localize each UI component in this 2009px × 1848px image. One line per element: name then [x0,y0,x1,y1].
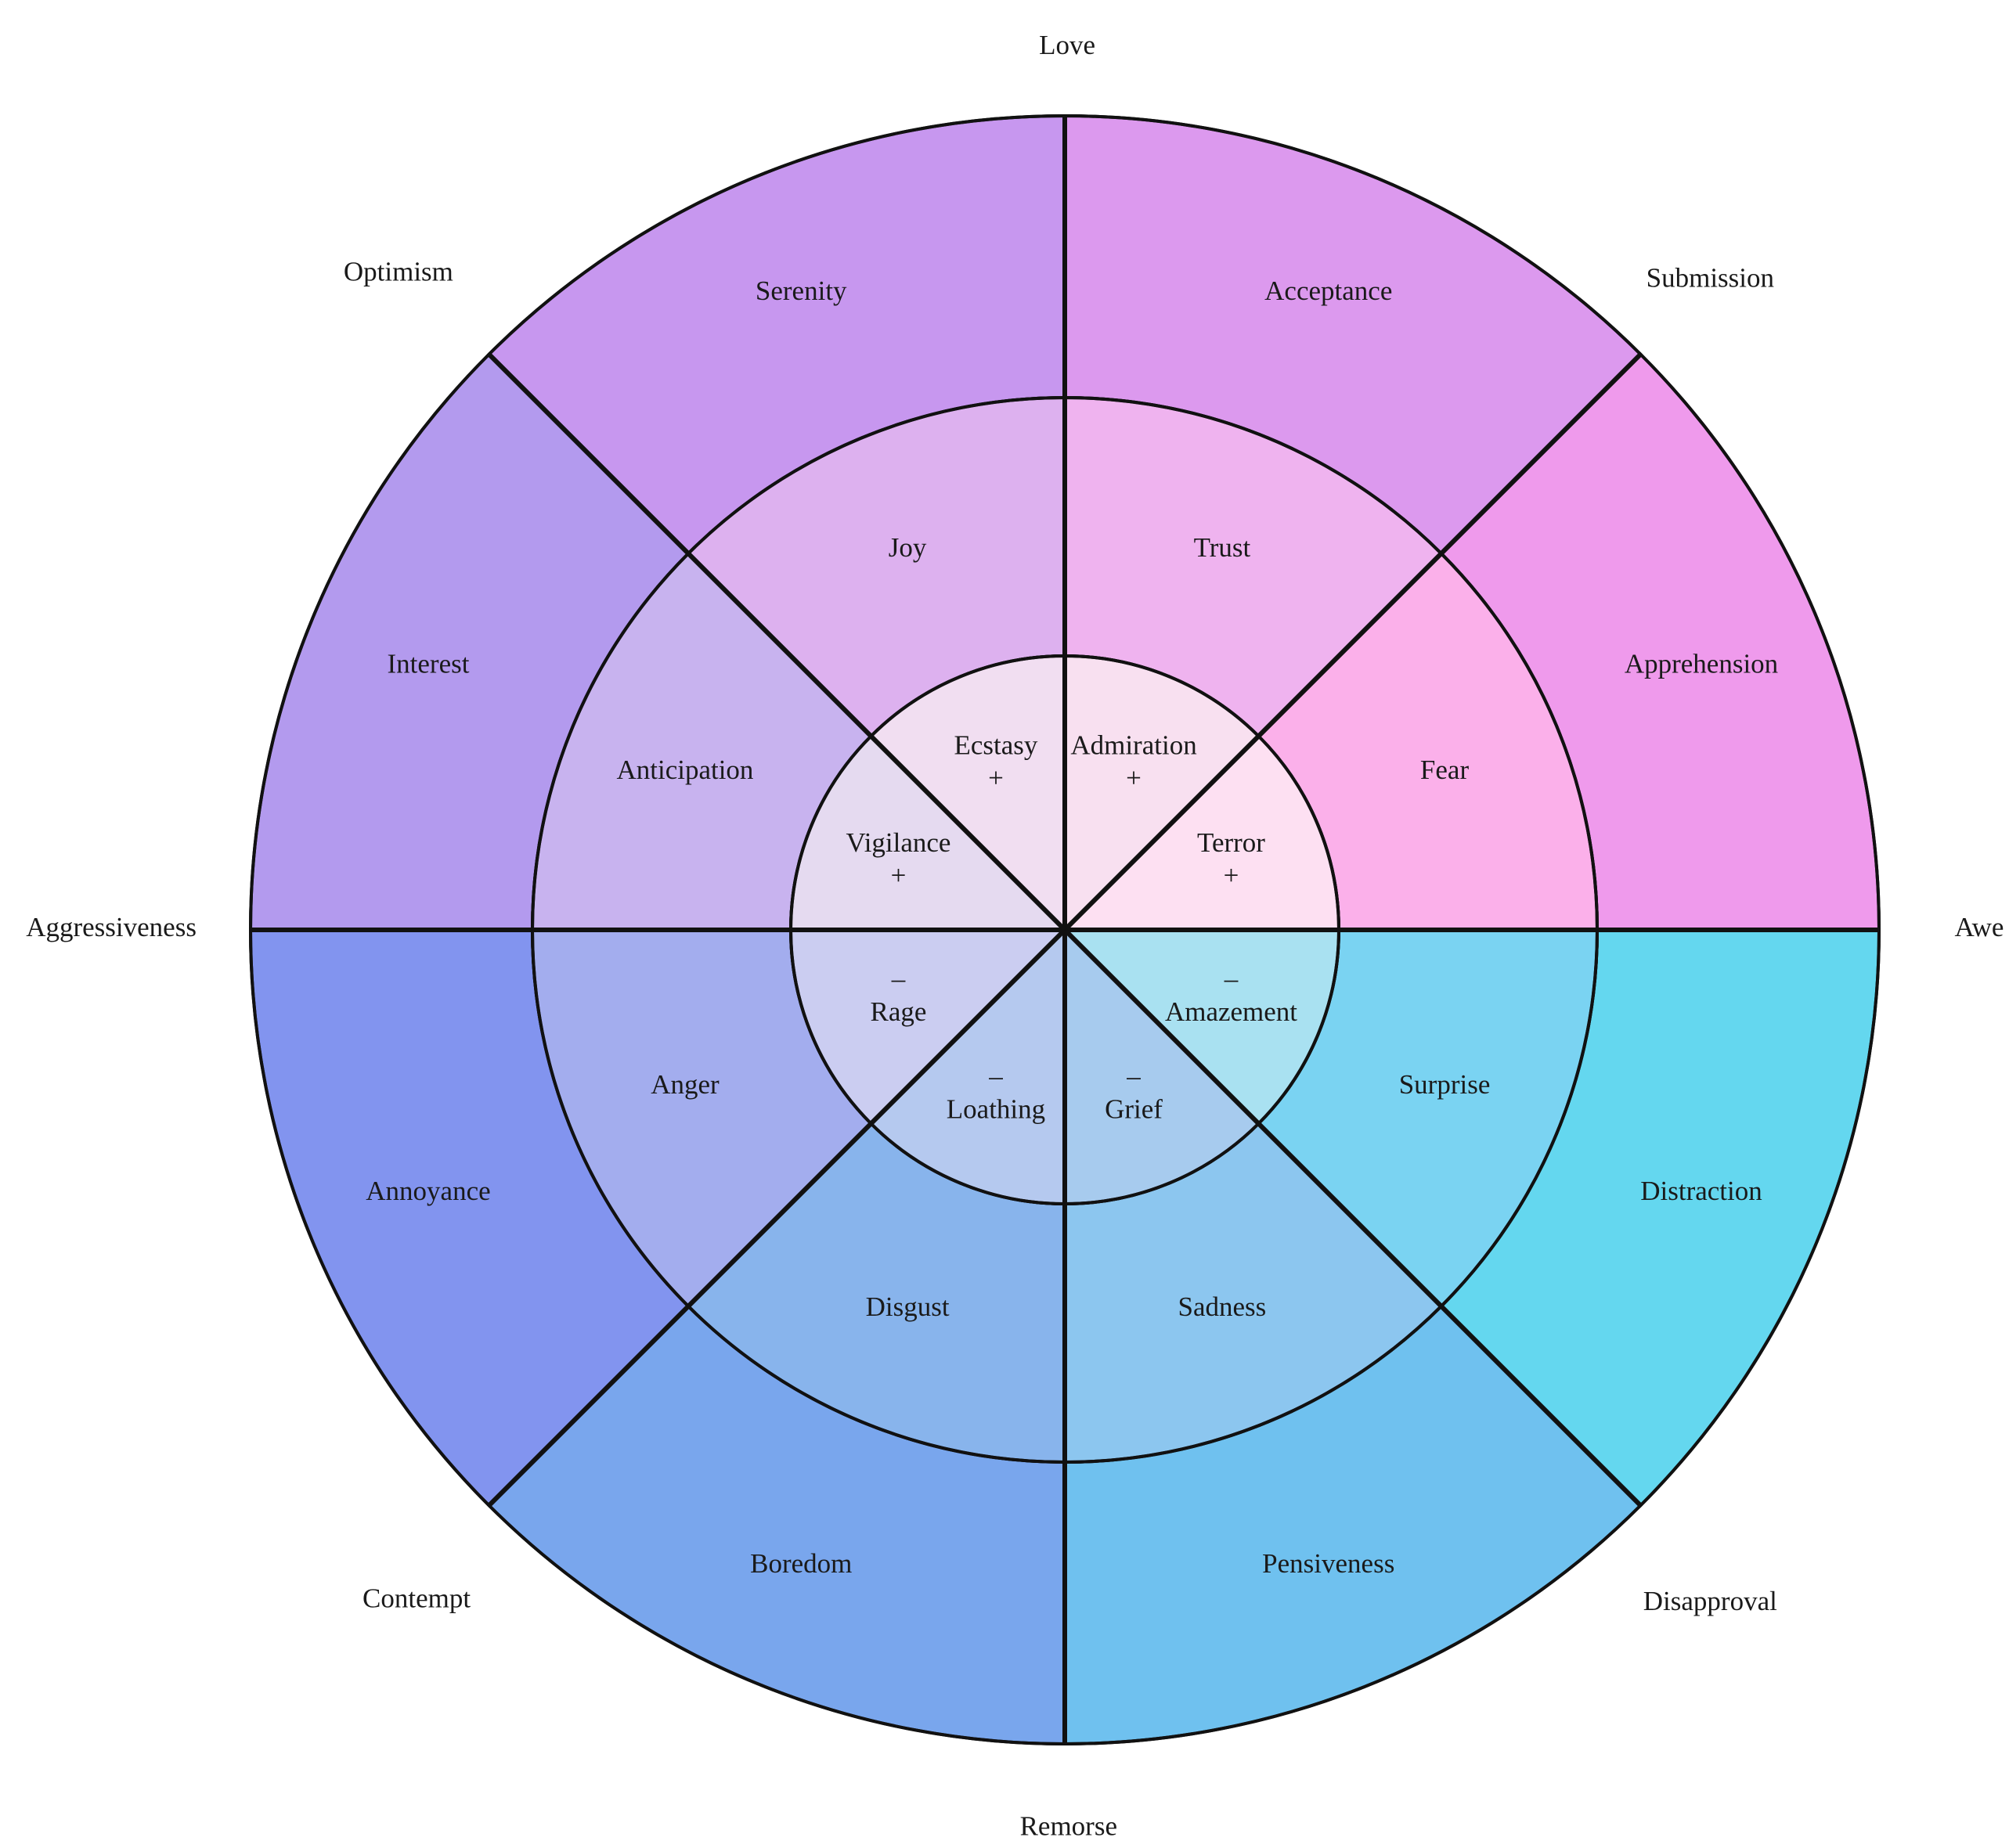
label-trust: Trust [1194,532,1251,563]
divider-line [1062,352,1643,932]
outer-label-submission: Submission [1647,263,1774,294]
label-interest: Interest [388,648,470,679]
label-ecstasy: Ecstasy [954,730,1038,761]
wheel-rings [249,114,1881,1745]
sign-terror: + [1224,860,1239,891]
label-apprehension: Apprehension [1625,648,1778,679]
label-acceptance: Acceptance [1264,276,1392,306]
label-surprise: Surprise [1399,1069,1491,1100]
divider-line [487,352,1067,932]
outer-label-remorse: Remorse [1020,1810,1117,1841]
divider-line [1062,928,1643,1508]
outer-label-awe: Awe [1955,912,2004,942]
label-annoyance: Annoyance [366,1176,490,1206]
label-distraction: Distraction [1640,1176,1762,1206]
outer-label-love: Love [1039,30,1095,60]
label-anticipation: Anticipation [616,755,753,785]
wheel-dividers [251,116,1879,1744]
sign-amazement: – [1224,964,1239,994]
middle-ring [531,396,1599,1464]
label-boredom: Boredom [750,1548,852,1579]
outer-label-disapproval: Disapproval [1643,1586,1777,1616]
sign-vigilance: + [891,860,907,891]
sign-ecstasy: + [988,763,1004,794]
label-rage: Rage [871,996,927,1027]
label-admiration: Admiration [1070,730,1196,761]
outer-label-contempt: Contempt [362,1583,471,1614]
label-disgust: Disgust [866,1291,950,1322]
label-sadness: Sadness [1178,1291,1267,1322]
label-amazement: Amazement [1165,996,1297,1027]
wheel-labels: AcceptanceTrustAdmiration+ApprehensionFe… [366,276,1778,1579]
sign-admiration: + [1126,763,1142,794]
sign-grief: – [1126,1061,1141,1092]
outer-label-aggressiveness: Aggressiveness [26,912,197,942]
divider-line [487,928,1067,1508]
label-joy: Joy [889,532,927,563]
label-grief: Grief [1105,1094,1163,1125]
inner-ring [789,654,1340,1205]
label-serenity: Serenity [756,276,847,306]
label-fear: Fear [1420,755,1470,785]
label-anger: Anger [651,1069,720,1100]
label-loathing: Loathing [947,1094,1045,1125]
outer-label-optimism: Optimism [344,256,453,286]
sign-rage: – [891,964,906,994]
label-terror: Terror [1197,827,1265,858]
label-pensiveness: Pensiveness [1262,1548,1394,1579]
sign-loathing: – [988,1061,1003,1092]
wheel-segments [248,113,1881,1746]
outer-ring [249,114,1881,1745]
label-vigilance: Vigilance [846,827,951,858]
